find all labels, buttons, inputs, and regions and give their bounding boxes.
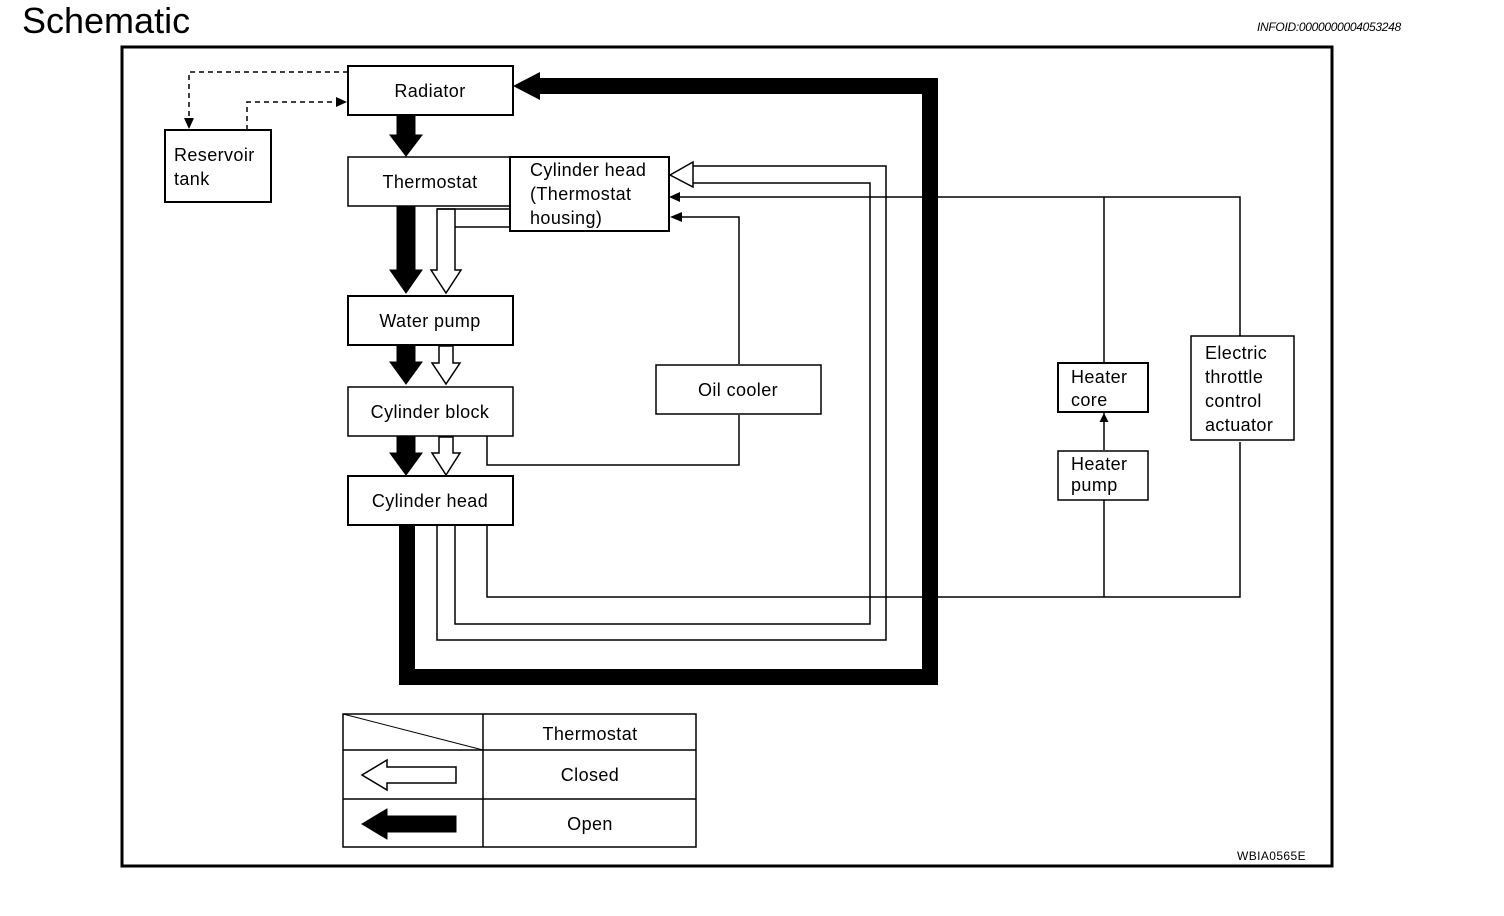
heater-pump-label-line1: Heater — [1071, 454, 1127, 474]
legend-header: Thermostat — [542, 724, 637, 744]
info-id: INFOID:0000000004053248 — [1257, 20, 1401, 34]
thermostat-box: Thermostat — [347, 156, 514, 207]
reservoir-tank-box: Reservoir tank — [164, 129, 272, 203]
heater-pump-box: Heater pump — [1057, 450, 1149, 501]
heater-core-box: Heater core — [1057, 362, 1149, 413]
closed-flow-arrows — [429, 208, 510, 477]
oil-cooler-label: Oil cooler — [698, 380, 778, 400]
page-title: Schematic — [22, 0, 191, 41]
legend-table: Thermostat Closed Open — [342, 713, 697, 848]
figure-code: WBIA0565E — [1237, 849, 1306, 863]
throttle-actuator-label-line1: Electric — [1205, 343, 1267, 363]
cylinder-block-box: Cylinder block — [347, 386, 514, 437]
water-pump-label: Water pump — [379, 311, 480, 331]
oil-cooler-lines — [486, 216, 740, 466]
water-pump-box: Water pump — [347, 295, 514, 346]
diagram-frame — [120, 45, 1334, 868]
legend-closed-label: Closed — [561, 765, 619, 785]
reservoir-tank-label-line1: Reservoir — [174, 145, 255, 165]
cylinder-block-label: Cylinder block — [371, 402, 490, 422]
legend-diagonal-divider — [342, 713, 484, 751]
legend-open-label: Open — [567, 814, 613, 834]
oil-cooler-box: Oil cooler — [655, 364, 822, 415]
throttle-actuator-label-line4: actuator — [1205, 415, 1273, 435]
oil-cooler-return-arrowhead — [670, 212, 682, 222]
heater-core-label-line1: Heater — [1071, 367, 1127, 387]
heater-circuit-lines — [486, 196, 1241, 598]
open-flow-return-loop — [399, 72, 938, 685]
throttle-actuator-label-line3: control — [1205, 391, 1262, 411]
reservoir-dashed-lines — [188, 71, 348, 130]
heater-core-label-line2: core — [1071, 390, 1108, 410]
electric-throttle-control-actuator-box: Electric throttle control actuator — [1190, 335, 1295, 441]
reservoir-arrowhead — [184, 118, 194, 129]
thermostat-housing-label-line2: (Thermostat — [530, 184, 631, 204]
hollow-arrow-icon — [360, 758, 457, 792]
cylinder-head-thermostat-housing-box: Cylinder head (Thermostat housing) — [509, 156, 670, 232]
thermostat-housing-label-line1: Cylinder head — [530, 160, 646, 180]
throttle-actuator-label-line2: throttle — [1205, 367, 1263, 387]
heater-pump-label-line2: pump — [1071, 475, 1118, 495]
heater-return-arrowhead — [669, 192, 680, 202]
cylinder-head-box: Cylinder head — [347, 475, 514, 526]
solid-arrow-icon — [361, 808, 457, 840]
open-flow-arrows — [388, 115, 424, 476]
cylinder-head-label: Cylinder head — [372, 491, 488, 511]
thermostat-label: Thermostat — [382, 172, 477, 192]
reservoir-tank-label-line2: tank — [174, 169, 210, 189]
radiator-box: Radiator — [347, 65, 514, 116]
radiator-label: Radiator — [394, 81, 465, 101]
closed-flow-bypass-loop — [436, 160, 887, 641]
thermostat-housing-label-line3: housing) — [530, 208, 602, 228]
radiator-inlet-arrowhead — [336, 97, 347, 107]
